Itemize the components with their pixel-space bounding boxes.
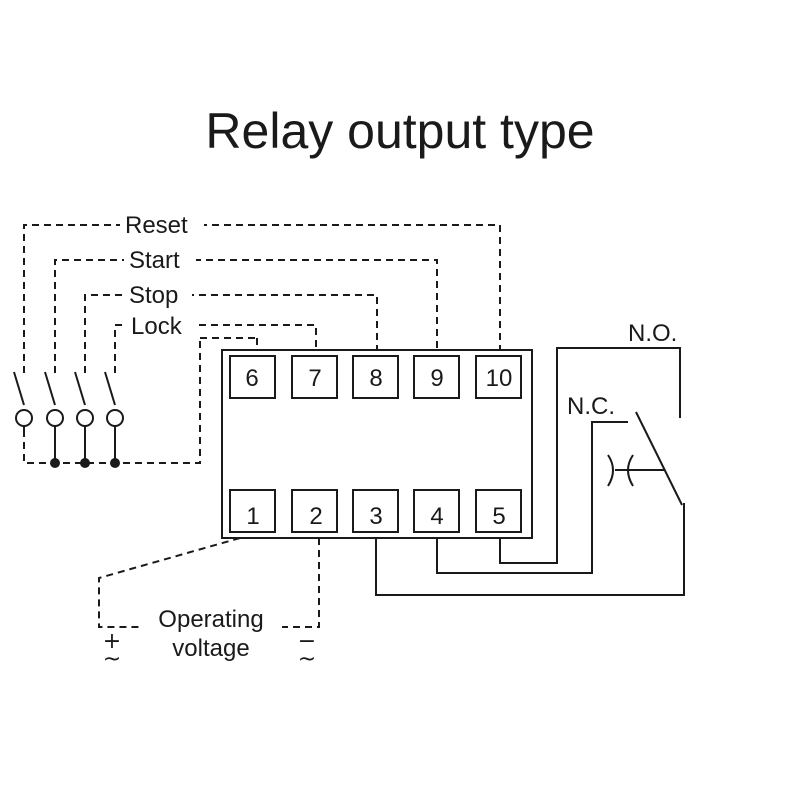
switch-lock (104, 371, 124, 463)
junction-dot-2 (80, 458, 90, 468)
switch-stop (74, 371, 94, 463)
stop-label: Stop (129, 282, 178, 309)
diagram-title: Relay output type (205, 103, 594, 159)
lock-label: Lock (131, 313, 183, 340)
operating-voltage-label-line2: voltage (172, 635, 249, 662)
normally-closed-label: N.C. (567, 393, 615, 420)
terminal-9: 9 (413, 355, 460, 399)
terminal-3-label: 3 (369, 503, 382, 530)
output-wire-4 (436, 421, 628, 574)
relay-contact-arm (635, 411, 683, 506)
terminal-1-label: 1 (246, 503, 259, 530)
terminal-8-label: 8 (369, 365, 382, 392)
terminal-5-label: 5 (492, 503, 505, 530)
ac-symbol-plus: ~ (103, 647, 121, 672)
reset-wire (23, 224, 501, 373)
terminal-2: 2 (291, 489, 338, 533)
terminal-6-label: 6 (245, 365, 258, 392)
switch-start (44, 371, 64, 463)
reset-label: Reset (125, 212, 188, 239)
terminal-10-label: 10 (486, 365, 513, 392)
terminal-2-label: 2 (309, 503, 322, 530)
terminal-7: 7 (291, 355, 338, 399)
plus-symbol: + (103, 629, 121, 654)
supply-minus-wire (282, 538, 320, 628)
terminal-7-label: 7 (308, 365, 321, 392)
terminal-1: 1 (229, 489, 276, 533)
terminal-4-label: 4 (430, 503, 443, 530)
switch-reset (13, 371, 33, 436)
normally-open-label: N.O. (628, 320, 677, 347)
output-wire-5 (499, 347, 681, 564)
relay-coil-symbol (607, 454, 664, 487)
start-label: Start (129, 247, 180, 274)
terminal-9-label: 9 (430, 365, 443, 392)
junction-dot-3 (110, 458, 120, 468)
minus-symbol: − (298, 629, 316, 654)
terminal-8: 8 (352, 355, 399, 399)
operating-voltage-label-line1: Operating (158, 606, 263, 633)
ac-symbol-minus: ~ (298, 647, 316, 672)
terminal-3: 3 (352, 489, 399, 533)
terminal-6: 6 (229, 355, 276, 399)
output-wire-3 (375, 503, 685, 596)
terminal-5: 5 (475, 489, 522, 533)
junction-dot-1 (50, 458, 60, 468)
terminal-10: 10 (475, 355, 522, 399)
terminal-4: 4 (413, 489, 460, 533)
lock-wire (114, 324, 317, 373)
start-wire (54, 259, 438, 373)
supply-plus-wire (98, 537, 241, 628)
input-common-wire (23, 338, 201, 464)
stop-wire (84, 294, 378, 373)
